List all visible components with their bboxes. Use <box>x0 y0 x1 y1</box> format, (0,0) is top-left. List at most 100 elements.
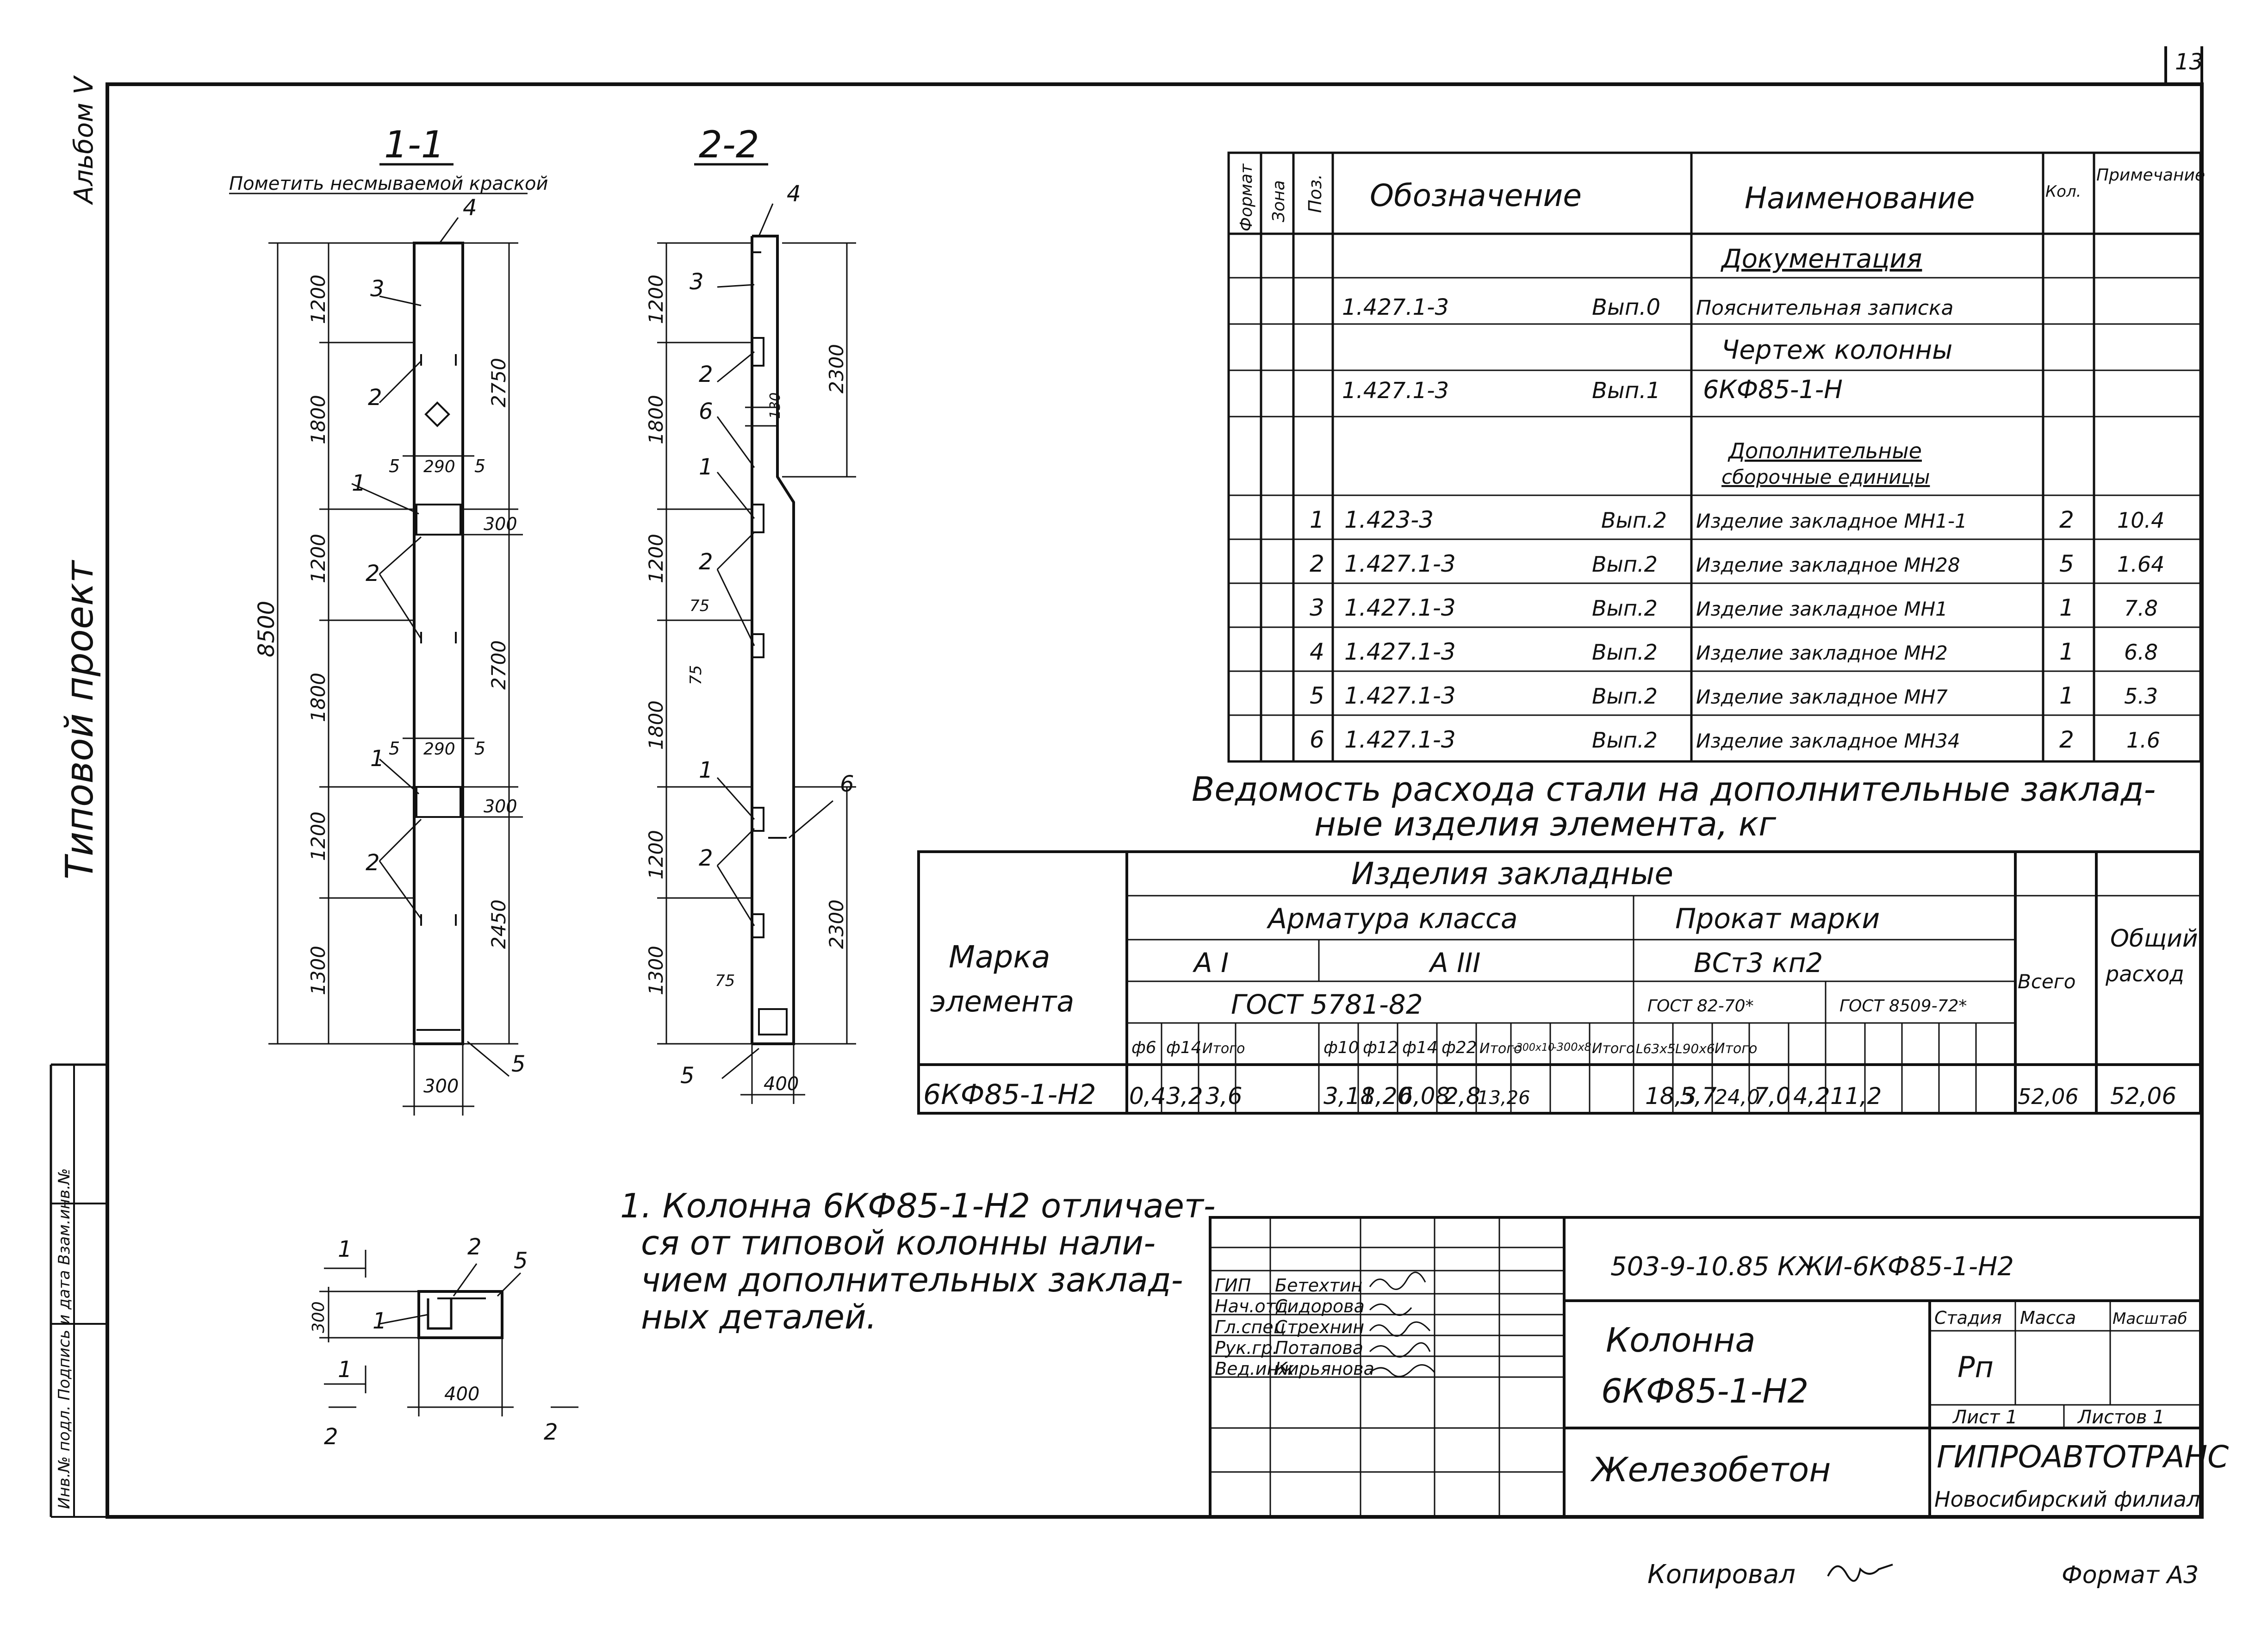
svg-text:Вып.1: Вып.1 <box>1592 378 1660 404</box>
svg-text:Гл.спец: Гл.спец <box>1215 1317 1286 1337</box>
svg-text:2: 2 <box>366 561 380 586</box>
plan-labels: 1 2 5 1 1 2 2 300 400 <box>309 1234 558 1450</box>
spec-item-row: 5 1.427.1-3 Вып.2 Изделие закладное МН7 … <box>1310 682 2158 709</box>
svg-text:-300х10: -300х10 <box>1512 1042 1554 1054</box>
svg-text:Сидорова: Сидорова <box>1275 1296 1365 1316</box>
spec-extra-section-2: сборочные единицы <box>1721 466 1930 488</box>
svg-text:6: 6 <box>1310 726 1324 753</box>
svg-text:18,3: 18,3 <box>1645 1083 1696 1110</box>
svg-text:Стрехнин: Стрехнин <box>1275 1317 1364 1337</box>
svg-text:1800: 1800 <box>307 395 329 444</box>
spec-item-row: 6 1.427.1-3 Вып.2 Изделие закладное МН34… <box>1310 726 2160 753</box>
svg-text:2450: 2450 <box>487 899 510 949</box>
steel-col-headers: ф6 ф14 Итого ф10 ф12 ф14 ф22 Итого -300х… <box>1131 1038 1757 1057</box>
svg-text:Всего: Всего <box>2018 970 2076 993</box>
svg-text:7,0: 7,0 <box>1754 1083 1791 1110</box>
svg-text:2: 2 <box>467 1234 482 1260</box>
svg-text:1.6: 1.6 <box>2126 728 2160 753</box>
section-1-mark-diamond <box>424 401 450 427</box>
svg-text:5: 5 <box>474 738 485 759</box>
svg-text:1200: 1200 <box>307 534 329 583</box>
svg-text:6.8: 6.8 <box>2124 640 2158 665</box>
svg-text:2: 2 <box>368 385 382 411</box>
svg-text:Вып.2: Вып.2 <box>1592 552 1658 577</box>
svg-text:Итого: Итого <box>1592 1041 1634 1057</box>
svg-text:А I: А I <box>1192 947 1229 979</box>
svg-text:3: 3 <box>370 276 385 302</box>
section-2-title: 2-2 <box>699 123 759 166</box>
svg-text:Арматура класса: Арматура класса <box>1266 903 1518 935</box>
plan-view: 1 2 5 1 1 2 2 300 400 <box>309 1234 578 1450</box>
steel-data-row: 6КФ85-1-Н2 0,4 3,2 3,6 3,18 1,20 6,08 2,… <box>923 1079 2176 1111</box>
spec-item-row: 4 1.427.1-3 Вып.2 Изделие закладное МН2 … <box>1310 638 2158 665</box>
svg-text:Вып.2: Вып.2 <box>1592 640 1658 665</box>
svg-text:3,18: 3,18 <box>1324 1083 1375 1110</box>
svg-text:11,2: 11,2 <box>1830 1083 1882 1110</box>
svg-text:ных деталей.: ных деталей. <box>641 1297 877 1336</box>
svg-text:2: 2 <box>324 1424 338 1450</box>
spec-items: 1 1.423-3 Вып.2 Изделие закладное МН1-1 … <box>1310 506 2164 753</box>
svg-text:3,6: 3,6 <box>1205 1083 1243 1110</box>
svg-text:2: 2 <box>2059 506 2074 533</box>
project-type-label: Типовой проект <box>58 560 102 879</box>
svg-text:Изделие закладное МН1-1: Изделие закладное МН1-1 <box>1696 510 1967 532</box>
svg-text:2700: 2700 <box>487 640 510 690</box>
svg-text:ГОСТ 82-70*: ГОСТ 82-70* <box>1647 997 1754 1016</box>
svg-text:чием дополнительных заклад-: чием дополнительных заклад- <box>641 1260 1183 1299</box>
svg-text:ф6: ф6 <box>1131 1038 1156 1057</box>
steel-caption-2: ные изделия элемента, кг <box>1314 804 1777 843</box>
svg-text:1.427.1-3: 1.427.1-3 <box>1342 378 1449 404</box>
svg-text:2: 2 <box>544 1419 558 1445</box>
stadia-value: Рп <box>1957 1350 1994 1384</box>
svg-text:2: 2 <box>2059 726 2074 753</box>
section-1-title: 1-1 <box>384 123 445 166</box>
svg-text:-300х8: -300х8 <box>1553 1041 1591 1054</box>
spec-doc-rows: 1.427.1-3 Вып.0 Пояснительная записка Че… <box>1342 294 1953 404</box>
svg-text:элемента: элемента <box>930 985 1074 1018</box>
svg-text:Изделие закладное МН2: Изделие закладное МН2 <box>1696 642 1948 664</box>
svg-text:Нач.отд: Нач.отд <box>1215 1296 1288 1316</box>
spec-extra-section-1: Дополнительные <box>1727 438 1922 463</box>
svg-text:Изделие закладное МН28: Изделие закладное МН28 <box>1696 554 1960 576</box>
svg-text:13,26: 13,26 <box>1477 1087 1530 1109</box>
svg-text:7.8: 7.8 <box>2124 596 2158 621</box>
svg-text:Пояснительная записка: Пояснительная записка <box>1696 296 1953 320</box>
svg-text:1.427.1-3: 1.427.1-3 <box>1342 294 1449 320</box>
spec-table: Формат Зона Поз. Обозначение Наименовани… <box>1227 151 2205 763</box>
svg-text:Изделие закладное МН7: Изделие закладное МН7 <box>1696 686 1948 708</box>
svg-text:6КФ85-1-Н: 6КФ85-1-Н <box>1703 375 1843 404</box>
svg-text:1: 1 <box>370 746 385 772</box>
svg-text:ГОСТ 8509-72*: ГОСТ 8509-72* <box>1839 997 1967 1016</box>
svg-text:5: 5 <box>511 1051 526 1077</box>
title-name-1: Колонна <box>1606 1321 1756 1359</box>
svg-text:Рук.гр.: Рук.гр. <box>1215 1338 1278 1358</box>
svg-text:2: 2 <box>699 362 713 387</box>
svg-text:2: 2 <box>699 845 713 871</box>
svg-text:300: 300 <box>309 1301 328 1333</box>
svg-text:6КФ85-1-Н2: 6КФ85-1-Н2 <box>923 1079 1096 1111</box>
svg-text:ф10: ф10 <box>1324 1038 1359 1057</box>
svg-text:300: 300 <box>484 796 517 817</box>
svg-text:24,0: 24,0 <box>1715 1085 1760 1109</box>
svg-text:Потапова: Потапова <box>1275 1338 1363 1358</box>
svg-text:2: 2 <box>366 850 380 876</box>
svg-text:Прокат марки: Прокат марки <box>1675 903 1880 935</box>
svg-text:1: 1 <box>699 757 713 783</box>
svg-text:3: 3 <box>690 269 704 295</box>
svg-text:1: 1 <box>699 454 713 480</box>
page-number: 13 <box>2175 49 2203 75</box>
svg-text:1.427.1-3: 1.427.1-3 <box>1344 726 1456 753</box>
svg-text:ф12: ф12 <box>1363 1038 1398 1057</box>
svg-text:Изделие закладное МН1: Изделие закладное МН1 <box>1696 598 1948 620</box>
svg-text:Изделия закладные: Изделия закладные <box>1351 856 1673 892</box>
svg-text:1: 1 <box>373 1308 387 1334</box>
section-2-labels: 4 3 2 6 1 2 1 2 6 5 400 130 75 75 75 <box>680 181 854 1095</box>
signatures <box>1369 1272 1435 1378</box>
svg-text:Итого: Итого <box>1202 1041 1245 1057</box>
title-name-2: 6КФ85-1-Н2 <box>1601 1372 1808 1410</box>
svg-text:1.427.1-3: 1.427.1-3 <box>1344 638 1456 665</box>
steel-header: Изделия закладные Арматура класса Прокат… <box>930 856 2198 1020</box>
svg-text:1: 1 <box>338 1236 352 1262</box>
svg-text:Формат: Формат <box>1237 163 1256 231</box>
